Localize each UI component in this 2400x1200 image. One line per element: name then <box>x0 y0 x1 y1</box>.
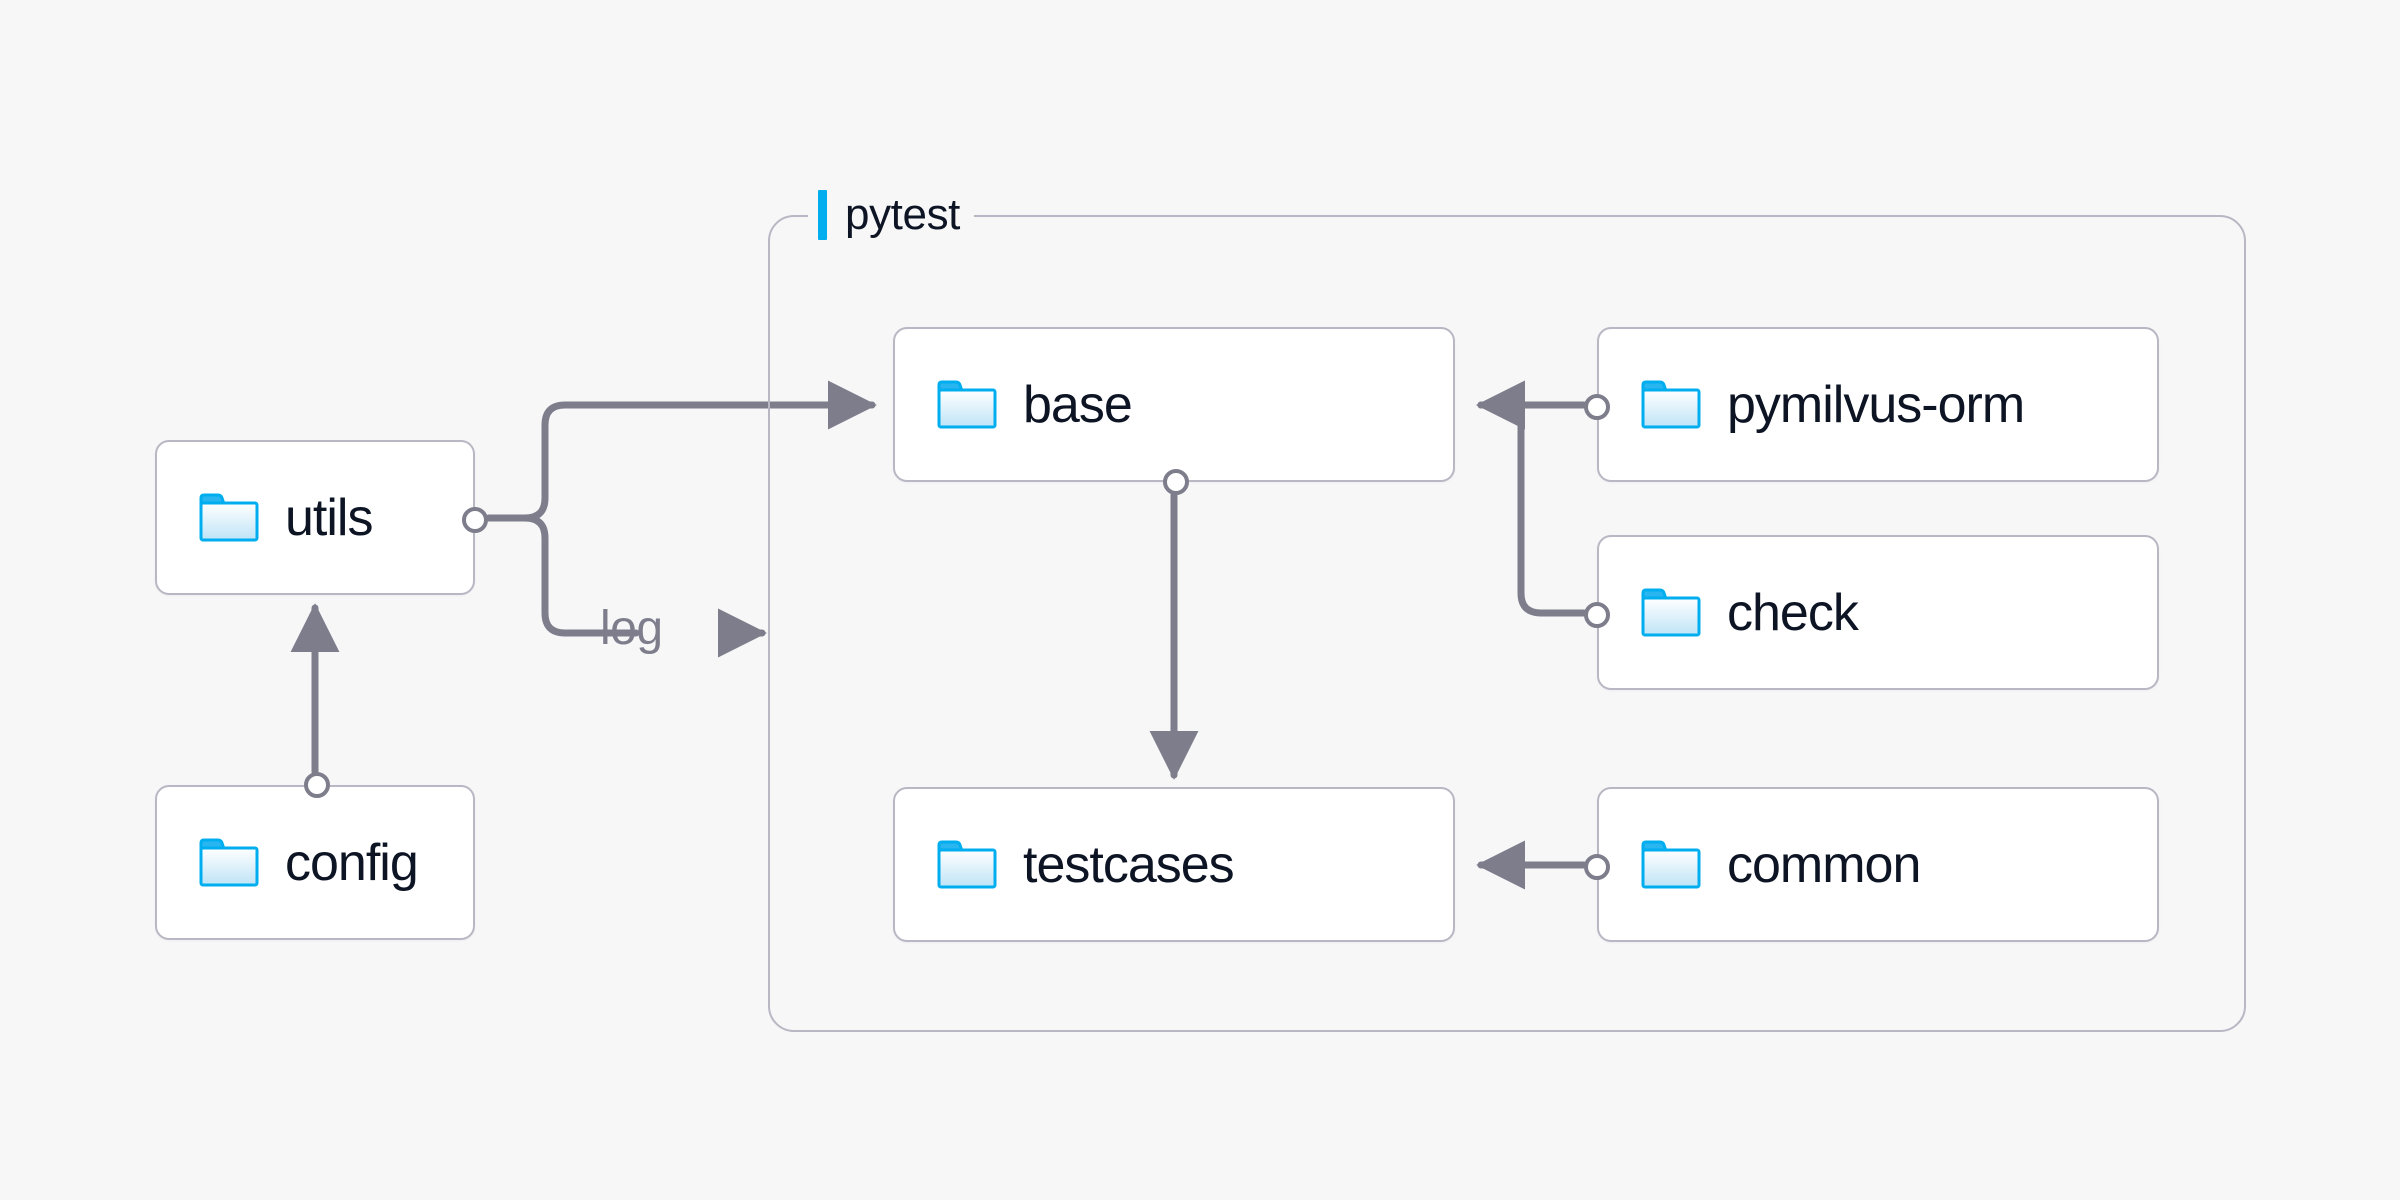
node-common[interactable]: common <box>1584 787 2159 942</box>
node-label: utils <box>285 488 373 547</box>
node-testcases[interactable]: testcases <box>893 787 1455 942</box>
handle-config-top[interactable] <box>304 772 330 798</box>
node-label: common <box>1727 835 1921 894</box>
handle-base-bottom[interactable] <box>1163 469 1189 495</box>
node-label: pymilvus-orm <box>1727 375 2025 434</box>
edge-label-log: log <box>600 602 663 655</box>
group-pytest[interactable] <box>768 215 2246 1032</box>
folder-icon <box>199 838 259 886</box>
node-label: config <box>285 833 419 892</box>
node-pymilvus-orm[interactable]: pymilvus-orm <box>1584 327 2159 482</box>
node-config[interactable]: config <box>155 772 475 940</box>
folder-icon <box>1641 588 1701 636</box>
node-utils[interactable]: utils <box>155 440 488 595</box>
node-check[interactable]: check <box>1584 535 2159 690</box>
folder-icon <box>1641 840 1701 888</box>
handle-utils-right[interactable] <box>462 507 488 533</box>
group-accent-bar <box>818 190 827 240</box>
node-label: check <box>1727 583 1859 642</box>
node-base[interactable]: base <box>893 327 1455 495</box>
handle-common-left[interactable] <box>1584 854 1610 880</box>
folder-icon <box>1641 380 1701 428</box>
folder-icon <box>937 840 997 888</box>
group-label-text: pytest <box>845 190 960 239</box>
group-pytest-label: pytest <box>808 186 974 244</box>
node-label: testcases <box>1023 835 1235 894</box>
handle-pymilvus-orm-left[interactable] <box>1584 394 1610 420</box>
node-label: base <box>1023 375 1133 434</box>
folder-icon <box>937 380 997 428</box>
folder-icon <box>199 493 259 541</box>
handle-check-left[interactable] <box>1584 602 1610 628</box>
